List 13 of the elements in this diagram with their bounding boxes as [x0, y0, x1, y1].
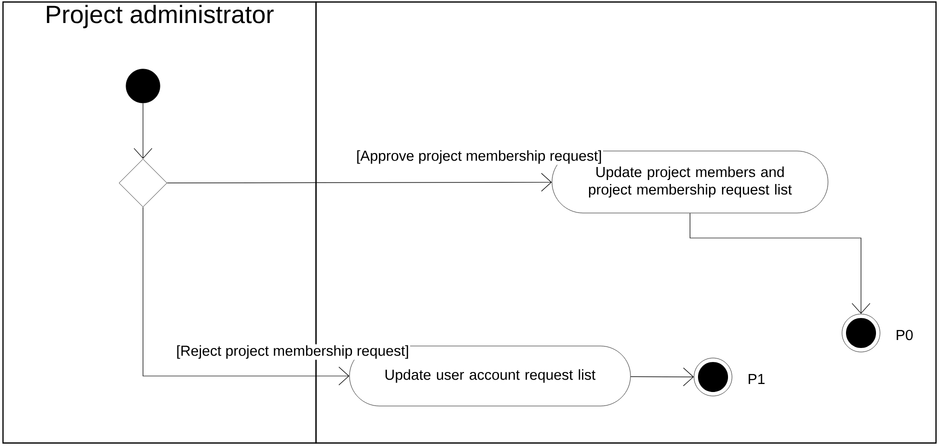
arrow [142, 206, 350, 386]
end-node [694, 358, 732, 396]
arrow [166, 172, 552, 192]
start-node [126, 68, 160, 104]
arrow [630, 368, 694, 386]
end-label: P1 [748, 374, 765, 384]
decision-diamond [118, 158, 168, 208]
edge-label: [Reject project membership request] [175, 344, 410, 360]
edge-label: [Approve project membership request] [355, 149, 604, 165]
end-node [842, 314, 880, 352]
arrow [134, 102, 152, 159]
arrow [690, 212, 870, 314]
end-label: P0 [896, 330, 913, 340]
